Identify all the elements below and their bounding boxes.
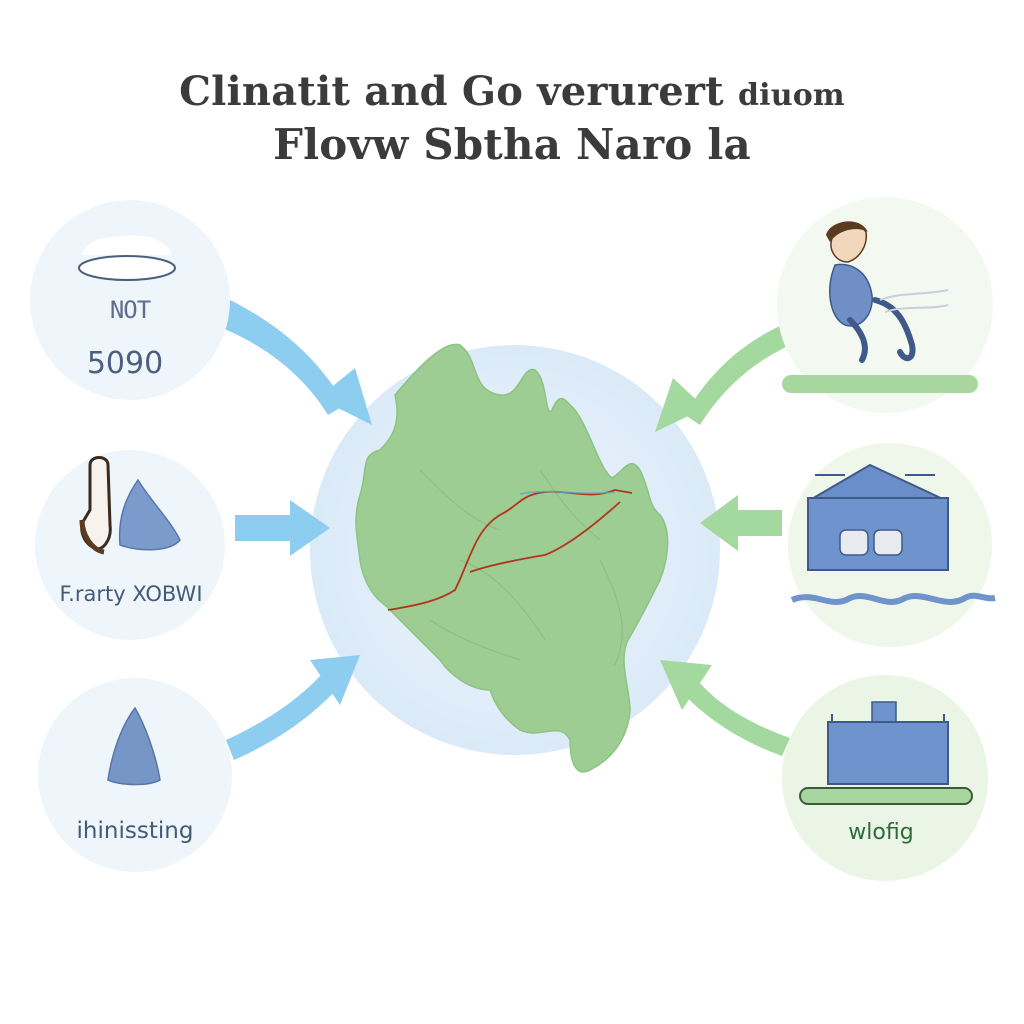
factory-icon — [790, 463, 996, 605]
left-arrow-top — [222, 300, 372, 425]
right-arrow-middle — [700, 495, 782, 551]
left-node-middle-label: F.rarty XOBWI — [59, 582, 203, 606]
right-arrows — [655, 318, 808, 756]
storage-building-icon — [799, 701, 973, 805]
left-arrow-middle — [235, 500, 330, 556]
cone-icon — [107, 706, 161, 786]
ice-pick-cone-icon — [79, 456, 181, 555]
person-icon — [826, 221, 949, 363]
grass-strip — [782, 375, 978, 393]
left-node-top-value: 5090 — [86, 346, 164, 381]
left-node-top-circle — [30, 200, 230, 400]
left-arrows — [222, 300, 372, 760]
title-line-1: Clinatit and Go verurert diuom — [179, 68, 845, 115]
land-map-icon — [355, 343, 669, 773]
title-line-2: Flovw Sbtha Naro la — [273, 120, 751, 169]
ice-block-icon — [78, 235, 176, 281]
left-node-bottom-label: ihinissting — [76, 818, 194, 844]
right-node-bottom-label: wlofig — [848, 820, 914, 845]
left-arrow-bottom — [226, 655, 360, 760]
left-node-top-label: NOT — [109, 296, 151, 324]
right-arrow-top — [655, 318, 808, 432]
right-arrow-bottom — [660, 660, 790, 756]
